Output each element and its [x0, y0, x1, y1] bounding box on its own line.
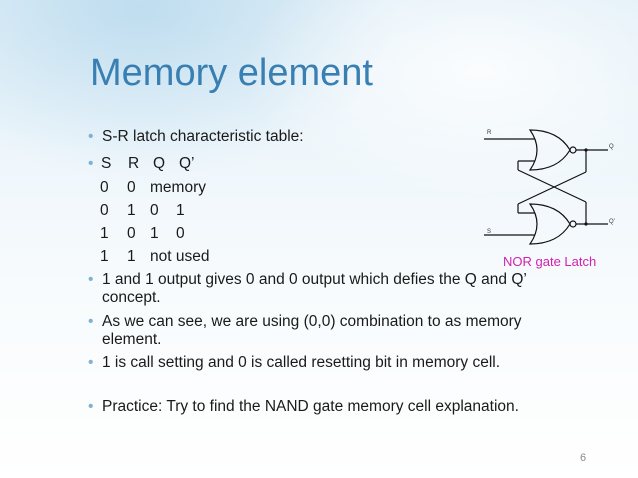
- r-input-label: R: [487, 130, 492, 136]
- bullet-dot-icon: •: [88, 155, 94, 172]
- table-cell: 1: [176, 202, 185, 219]
- inverter-bubble-top-icon: [569, 146, 577, 154]
- table-header-cell: R: [128, 155, 140, 172]
- inverter-bubble-bottom-icon: [569, 220, 577, 228]
- table-cell: 1: [127, 202, 136, 219]
- table-cell: 0: [150, 202, 159, 219]
- bullet-item: • 1 and 1 output gives 0 and 0 output whi…: [88, 271, 527, 289]
- bullet-text: 1 is call setting and 0 is called resett…: [102, 354, 501, 371]
- bullet-dot-icon: •: [88, 271, 94, 288]
- table-cell: 0: [127, 179, 136, 196]
- bullet-dot-icon: •: [88, 354, 94, 371]
- bullet-dot-icon: •: [88, 313, 94, 330]
- table-cell: 0: [100, 202, 109, 219]
- nor-latch-diagram: R S Q Q’: [484, 129, 615, 245]
- bullet-continuation: concept.: [102, 289, 161, 306]
- page-number: 6: [580, 452, 587, 464]
- nor-gate-bottom-icon: [528, 203, 571, 245]
- slide-title: Memory element: [90, 52, 373, 94]
- table-cell: 0: [176, 225, 185, 242]
- qbar-output-label: Q’: [609, 219, 615, 225]
- table-cell: 1: [100, 248, 109, 265]
- q-output-label: Q: [609, 144, 614, 150]
- bullet-text: S-R latch characteristic table:: [102, 128, 304, 145]
- bullet-text: 1 and 1 output gives 0 and 0 output whic…: [102, 271, 527, 288]
- bullet-text: As we can see, we are using (0,0) combin…: [102, 313, 522, 330]
- table-header-cell: S: [101, 155, 112, 172]
- bullet-item: • 1 is call setting and 0 is called reset…: [88, 354, 500, 372]
- table-cell: 1: [150, 225, 159, 242]
- nor-gate-top-icon: [528, 129, 571, 171]
- bullet-continuation: element.: [102, 331, 162, 348]
- bullet-item: • S-R latch characteristic table:: [88, 128, 304, 146]
- diagram-caption: NOR gate Latch: [503, 254, 597, 269]
- table-cell: 0: [127, 225, 136, 242]
- table-header-row: • S R Q Q’: [88, 155, 348, 173]
- table-row: 1 1 not used: [88, 248, 348, 266]
- table-header-cell: Q: [153, 155, 166, 172]
- table-row: 0 0 memory: [88, 179, 348, 197]
- table-cell: memory: [150, 179, 206, 196]
- bullet-dot-icon: •: [88, 128, 94, 145]
- s-input-label: S: [487, 229, 491, 235]
- bullet-item: • As we can see, we are using (0,0) combi…: [88, 313, 522, 331]
- bullet-text: Practice: Try to find the NAND gate memo…: [102, 398, 519, 415]
- table-cell: 1: [127, 248, 136, 265]
- table-row: 0 1 0 1: [88, 202, 348, 220]
- table-cell: not used: [150, 248, 210, 265]
- table-row: 1 0 1 0: [88, 225, 348, 243]
- bullet-dot-icon: •: [88, 398, 94, 415]
- bullet-item: • Practice: Try to find the NAND gate mem…: [88, 398, 519, 416]
- table-cell: 1: [100, 225, 109, 242]
- table-cell: 0: [100, 179, 109, 196]
- table-header-cell: Q’: [179, 155, 195, 172]
